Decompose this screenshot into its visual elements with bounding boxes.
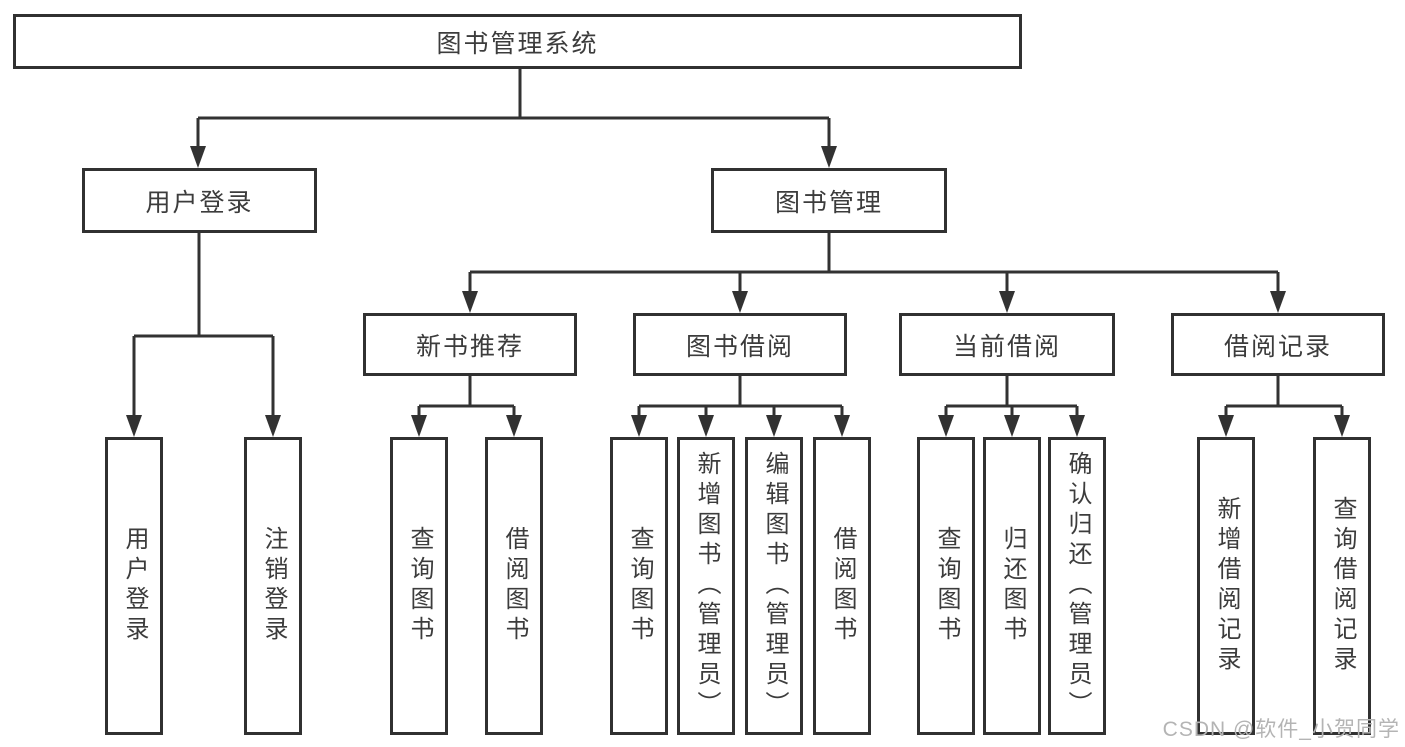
node-label: 确认归还（管理员） <box>1064 451 1091 721</box>
node-borrow-records: 借阅记录 <box>1171 313 1385 376</box>
node-label: 图书管理 <box>774 188 883 217</box>
node-book-borrow: 图书借阅 <box>633 313 847 376</box>
node-current-borrow: 当前借阅 <box>899 313 1115 376</box>
node-label: 借阅图书 <box>829 526 856 646</box>
node-logout-leaf: 注销登录 <box>244 437 302 735</box>
node-borrow-books-recommend: 借阅图书 <box>485 437 543 735</box>
node-query-books-borrow: 查询图书 <box>610 437 668 735</box>
edges-book-borrow-arrowheads <box>631 415 850 437</box>
edges-user-login <box>132 232 275 433</box>
edges-book-management-arrowheads <box>462 291 1286 313</box>
node-borrow-books-leaf: 借阅图书 <box>813 437 871 735</box>
edges-book-borrow <box>637 375 844 433</box>
node-query-books-recommend: 查询图书 <box>390 437 448 735</box>
edges-borrow-records-arrowheads <box>1218 415 1350 437</box>
edges-current-borrow-arrowheads <box>938 415 1085 437</box>
node-label: 编辑图书（管理员） <box>761 451 788 721</box>
node-label: 注销登录 <box>260 526 287 646</box>
node-label: 查询借阅记录 <box>1329 496 1356 676</box>
node-label: 借阅图书 <box>501 526 528 646</box>
edges-root-arrowheads <box>190 146 837 168</box>
node-label: 新增图书（管理员） <box>693 451 720 721</box>
edges-root <box>196 69 831 164</box>
node-label: 图书借阅 <box>685 332 794 361</box>
node-system-root: 图书管理系统 <box>13 14 1022 69</box>
node-query-borrow-record: 查询借阅记录 <box>1313 437 1371 735</box>
node-label: 借阅记录 <box>1223 332 1332 361</box>
edges-user-login-arrowheads <box>126 415 281 437</box>
watermark-text: CSDN @软件_小贺同学 <box>1162 718 1400 741</box>
node-label: 图书管理系统 <box>436 29 599 58</box>
node-label: 用户登录 <box>121 526 148 646</box>
node-edit-book-admin: 编辑图书（管理员） <box>745 437 803 735</box>
edges-new-book-recommend <box>417 375 516 433</box>
node-label: 当前借阅 <box>952 332 1061 361</box>
node-query-books-current: 查询图书 <box>917 437 975 735</box>
node-new-book-recommend: 新书推荐 <box>363 313 577 376</box>
node-return-book: 归还图书 <box>983 437 1041 735</box>
node-label: 查询图书 <box>626 526 653 646</box>
edges-book-management <box>468 232 1280 309</box>
edges-new-book-recommend-arrowheads <box>411 415 522 437</box>
node-add-borrow-record: 新增借阅记录 <box>1197 437 1255 735</box>
node-label: 查询图书 <box>933 526 960 646</box>
node-label: 用户登录 <box>145 188 254 217</box>
node-book-management: 图书管理 <box>711 168 947 233</box>
node-label: 新增借阅记录 <box>1213 496 1240 676</box>
node-label: 新书推荐 <box>415 332 524 361</box>
node-add-book-admin: 新增图书（管理员） <box>677 437 735 735</box>
node-login-leaf: 用户登录 <box>105 437 163 735</box>
node-label: 查询图书 <box>406 526 433 646</box>
node-label: 归还图书 <box>999 526 1026 646</box>
node-user-login: 用户登录 <box>82 168 317 233</box>
edges-borrow-records <box>1224 375 1344 433</box>
node-confirm-return-admin: 确认归还（管理员） <box>1048 437 1106 735</box>
